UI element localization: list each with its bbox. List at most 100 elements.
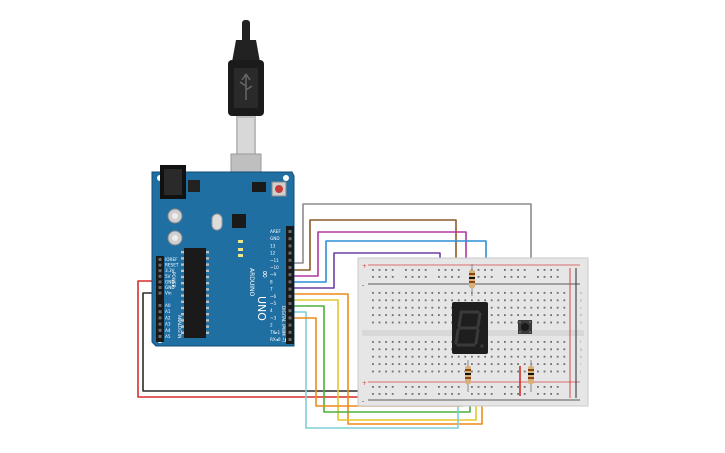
breadboard-hole[interactable] (550, 386, 552, 388)
breadboard-hole[interactable] (497, 292, 500, 294)
breadboard-hole[interactable] (372, 370, 374, 373)
breadboard-hole[interactable] (405, 276, 407, 278)
breadboard-hole[interactable] (537, 299, 539, 302)
breadboard-hole[interactable] (477, 393, 480, 395)
breadboard-hole[interactable] (556, 393, 559, 395)
breadboard-hole[interactable] (391, 393, 394, 395)
breadboard-hole[interactable] (398, 355, 401, 358)
digital-pin-socket[interactable] (288, 302, 292, 305)
breadboard-hole[interactable] (398, 321, 401, 324)
breadboard-hole[interactable] (510, 341, 513, 343)
breadboard-hole[interactable] (372, 314, 374, 316)
breadboard-hole[interactable] (490, 370, 493, 373)
digital-pin-socket[interactable] (288, 309, 292, 313)
breadboard-hole[interactable] (490, 348, 493, 351)
breadboard-hole[interactable] (523, 363, 526, 365)
breadboard-hole[interactable] (438, 363, 440, 365)
breadboard-hole[interactable] (530, 306, 533, 309)
breadboard-hole[interactable] (504, 363, 506, 365)
breadboard-hole[interactable] (372, 348, 374, 351)
breadboard-hole[interactable] (451, 276, 453, 278)
breadboard-hole[interactable] (398, 292, 401, 294)
breadboard-hole[interactable] (398, 348, 401, 351)
breadboard-hole[interactable] (517, 355, 519, 358)
breadboard-hole[interactable] (543, 321, 546, 324)
breadboard-hole[interactable] (556, 370, 559, 373)
breadboard-hole[interactable] (385, 348, 387, 351)
breadboard-hole[interactable] (431, 348, 434, 351)
breadboard-hole[interactable] (504, 269, 506, 271)
breadboard-hole[interactable] (477, 363, 480, 365)
breadboard-hole[interactable] (424, 276, 427, 278)
breadboard-hole[interactable] (543, 314, 546, 316)
breadboard-hole[interactable] (563, 292, 566, 294)
digital-pin-socket[interactable] (288, 251, 292, 255)
breadboard-hole[interactable] (378, 321, 381, 324)
breadboard-hole[interactable] (398, 314, 401, 316)
breadboard-hole[interactable] (510, 348, 513, 351)
breadboard-hole[interactable] (391, 370, 394, 373)
breadboard-hole[interactable] (497, 314, 500, 316)
breadboard-hole[interactable] (537, 306, 539, 309)
breadboard-hole[interactable] (438, 269, 440, 271)
breadboard-hole[interactable] (378, 306, 381, 309)
breadboard-hole[interactable] (563, 341, 566, 343)
breadboard-hole[interactable] (391, 306, 394, 309)
breadboard-hole[interactable] (550, 269, 552, 271)
digital-pin-socket[interactable] (288, 280, 292, 284)
breadboard-hole[interactable] (517, 386, 519, 388)
breadboard-hole[interactable] (398, 306, 401, 309)
breadboard-hole[interactable] (563, 321, 566, 324)
breadboard-hole[interactable] (378, 299, 381, 302)
breadboard-hole[interactable] (411, 370, 414, 373)
breadboard-hole[interactable] (471, 299, 473, 302)
breadboard-hole[interactable] (517, 306, 519, 309)
breadboard-hole[interactable] (510, 355, 513, 358)
breadboard-hole[interactable] (550, 370, 552, 373)
breadboard-hole[interactable] (543, 276, 546, 278)
breadboard-hole[interactable] (504, 306, 506, 309)
breadboard-hole[interactable] (490, 276, 493, 278)
breadboard-hole[interactable] (497, 299, 500, 302)
breadboard-hole[interactable] (550, 299, 552, 302)
breadboard-hole[interactable] (405, 370, 407, 373)
breadboard-hole[interactable] (563, 348, 566, 351)
breadboard-hole[interactable] (543, 355, 546, 358)
breadboard-hole[interactable] (391, 321, 394, 324)
breadboard-hole[interactable] (385, 355, 387, 358)
breadboard-hole[interactable] (457, 269, 460, 271)
breadboard-hole[interactable] (550, 292, 552, 294)
breadboard-hole[interactable] (418, 363, 420, 365)
breadboard-hole[interactable] (424, 314, 427, 316)
breadboard-hole[interactable] (385, 321, 387, 324)
breadboard-hole[interactable] (510, 292, 513, 294)
breadboard-hole[interactable] (451, 386, 453, 388)
breadboard-hole[interactable] (543, 370, 546, 373)
breadboard-hole[interactable] (372, 299, 374, 302)
resistor[interactable] (528, 360, 534, 392)
breadboard-hole[interactable] (378, 269, 381, 271)
breadboard-hole[interactable] (477, 299, 480, 302)
breadboard-hole[interactable] (438, 321, 440, 324)
breadboard-hole[interactable] (471, 355, 473, 358)
breadboard-hole[interactable] (556, 314, 559, 316)
breadboard-hole[interactable] (537, 386, 539, 388)
breadboard-hole[interactable] (418, 393, 420, 395)
breadboard-hole[interactable] (405, 355, 407, 358)
breadboard-hole[interactable] (378, 314, 381, 316)
breadboard-hole[interactable] (444, 314, 447, 316)
breadboard-hole[interactable] (550, 341, 552, 343)
breadboard-hole[interactable] (444, 393, 447, 395)
breadboard-hole[interactable] (438, 276, 440, 278)
breadboard-hole[interactable] (385, 363, 387, 365)
breadboard-hole[interactable] (537, 321, 539, 324)
breadboard-hole[interactable] (405, 348, 407, 351)
breadboard-hole[interactable] (504, 321, 506, 324)
breadboard-hole[interactable] (517, 269, 519, 271)
breadboard-hole[interactable] (490, 321, 493, 324)
breadboard-hole[interactable] (517, 341, 519, 343)
breadboard-hole[interactable] (504, 292, 506, 294)
breadboard-hole[interactable] (497, 355, 500, 358)
breadboard-hole[interactable] (405, 299, 407, 302)
breadboard-hole[interactable] (438, 393, 440, 395)
